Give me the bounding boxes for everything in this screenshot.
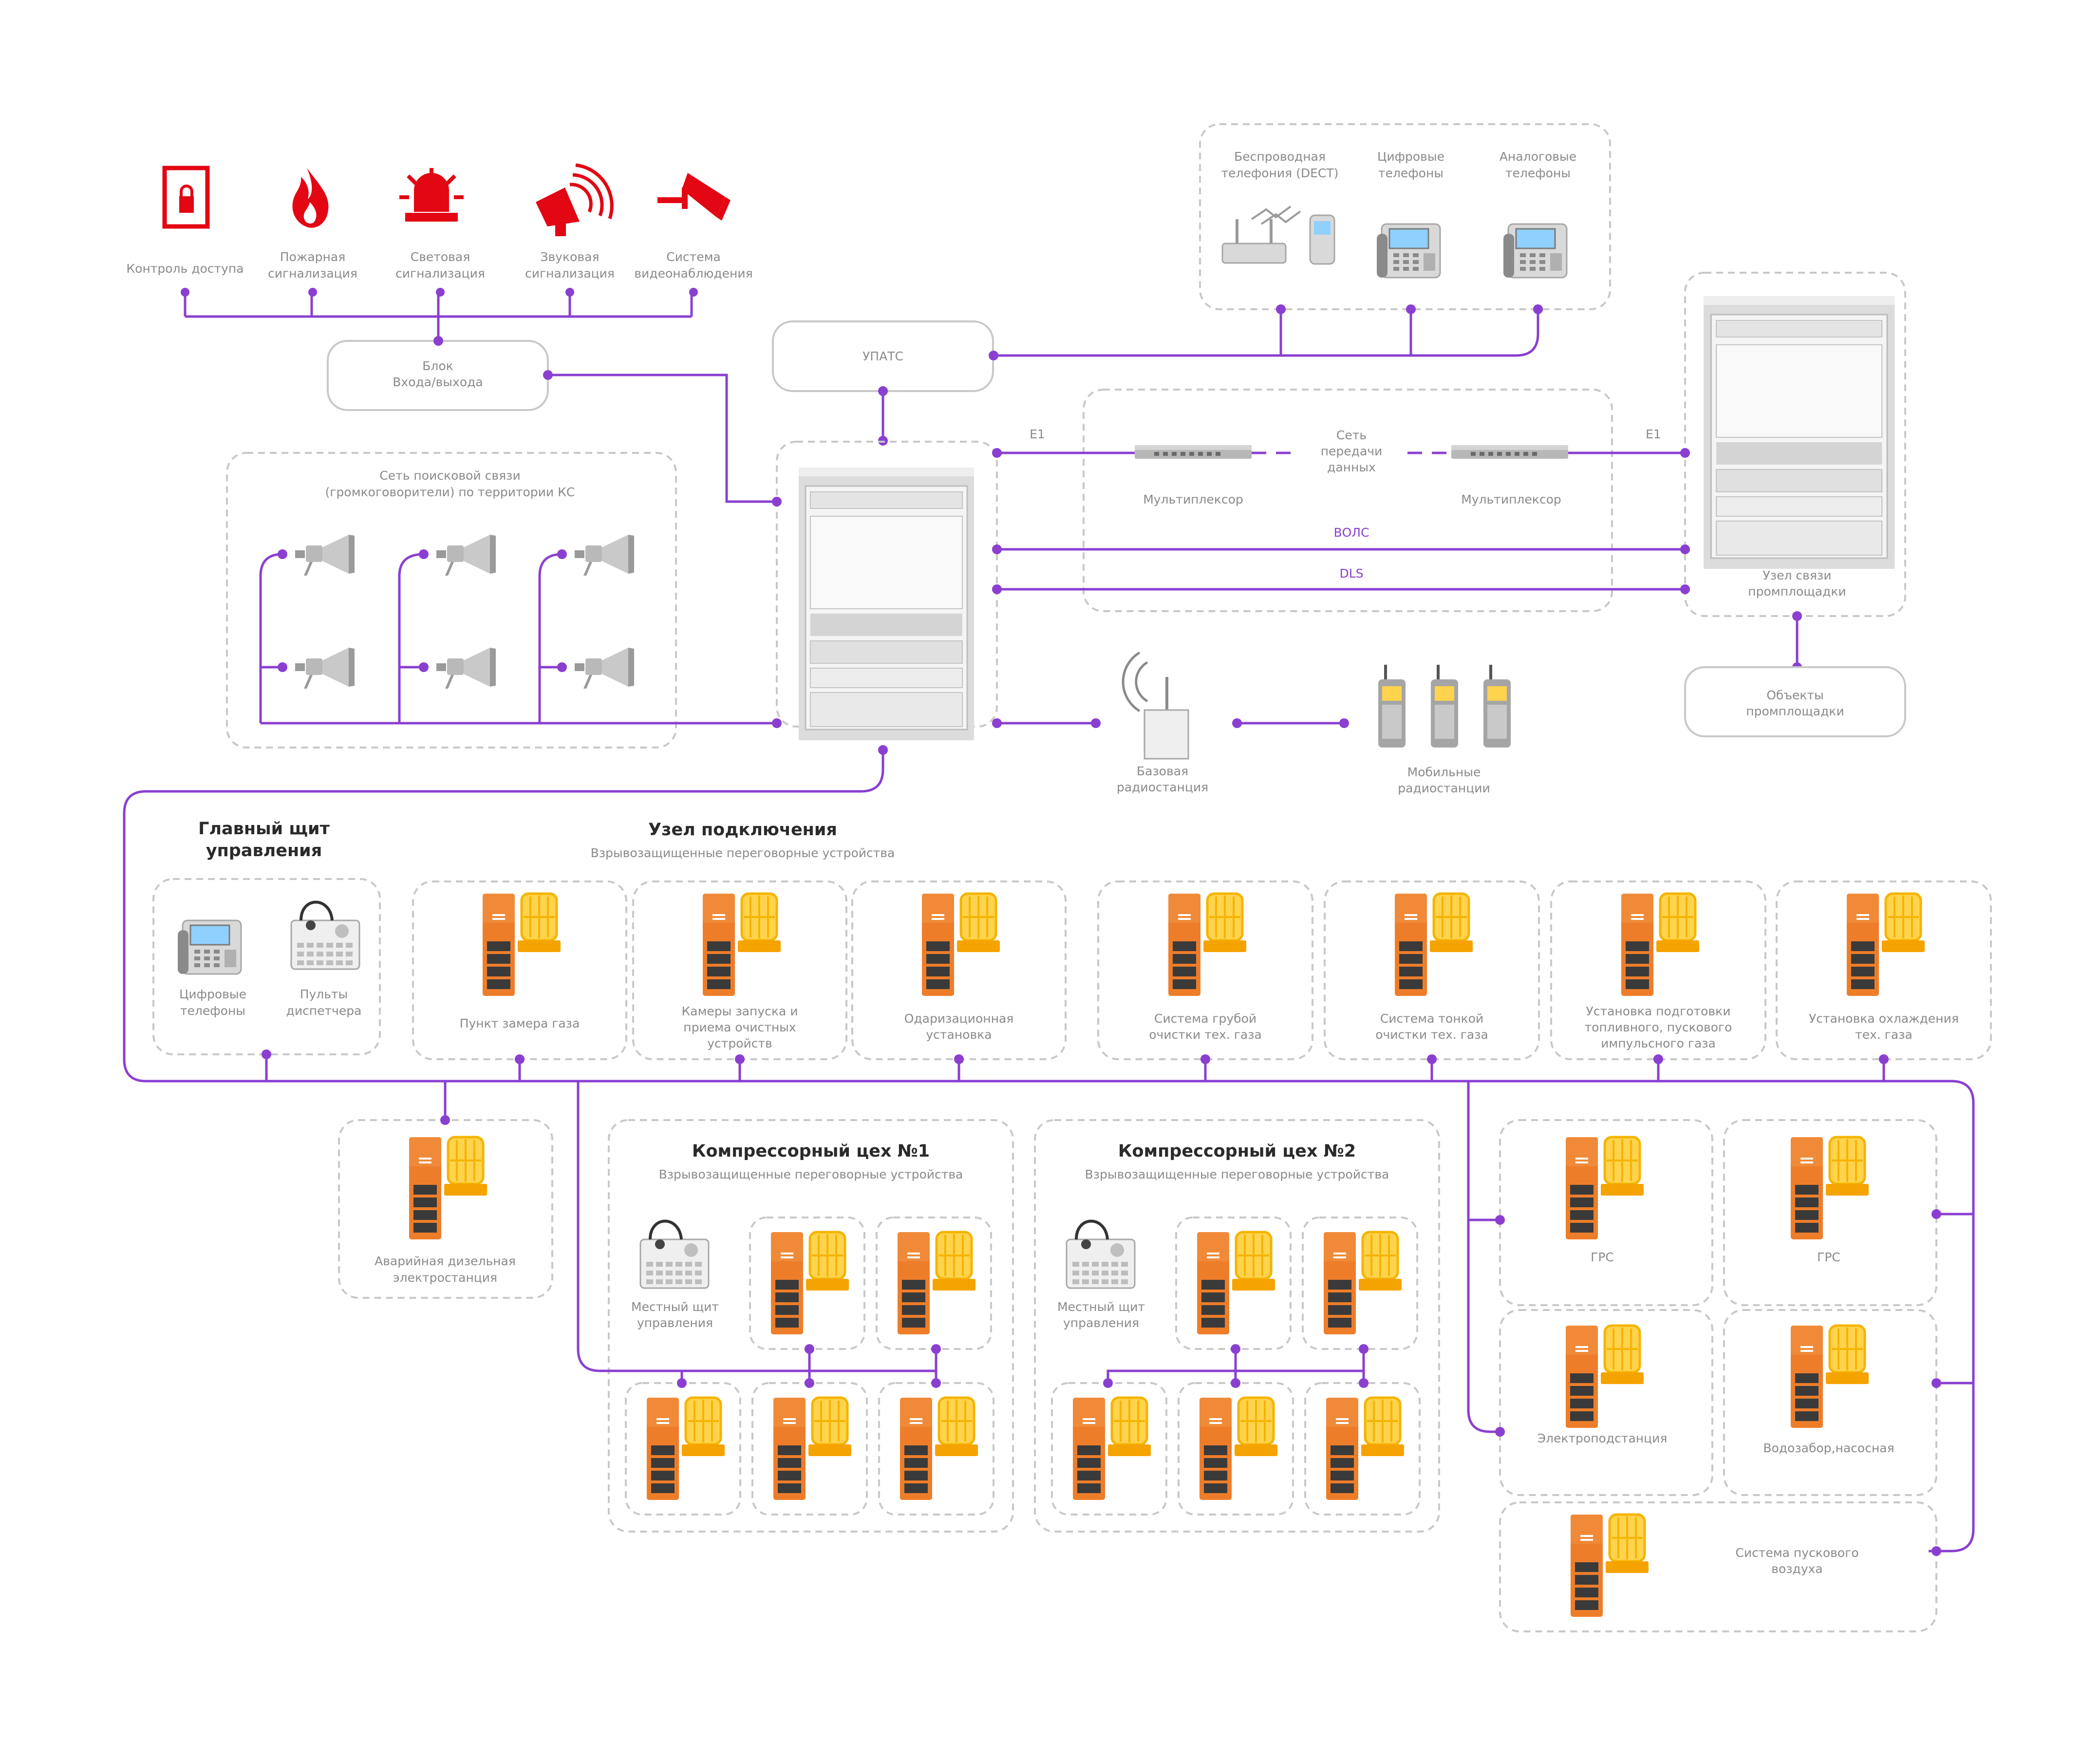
multiplexor-left-icon (1135, 445, 1252, 459)
horn-speaker-icon (436, 535, 496, 576)
fire-icon (292, 168, 329, 228)
right-group: ГРС ГРС Электроподстанция Водозабор,насо… (1467, 1081, 1973, 1632)
grs-2-label: ГРС (1817, 1250, 1840, 1264)
paging-title: Сеть поисковой связи(громкоговорители) п… (325, 468, 575, 499)
mobile-radio-icon (1431, 665, 1458, 748)
analog-phone-icon (1502, 223, 1568, 279)
horn-speaker-icon (295, 535, 355, 576)
digital-phone-icon (1376, 223, 1441, 279)
horn-speaker-icon (575, 535, 634, 576)
compressor-shop-1: Компрессорный цех №1 Взрывозащищенные пе… (577, 1081, 1014, 1533)
explosion-proof-device: Пункт замера газа (412, 880, 627, 1081)
substation-label: Электроподстанция (1538, 1431, 1668, 1445)
horn-speaker-icon (436, 648, 496, 689)
e1-left-label: Е1 (1030, 427, 1045, 441)
compressor-2-title: Компрессорный цех №2 (1118, 1142, 1356, 1161)
cctv-camera-icon (657, 173, 731, 221)
compressor-2-subtitle: Взрывозащищенные переговорные устройства (1085, 1167, 1389, 1181)
mobile-radio-icon (1483, 665, 1511, 748)
dect-icon (1221, 206, 1335, 265)
mux-left-label: Мультиплексор (1143, 492, 1243, 506)
vols-label: ВОЛС (1333, 525, 1369, 540)
base-radio-station-icon (1122, 651, 1189, 760)
upats-label: УПАТС (862, 349, 903, 363)
device-label: Пункт замера газа (460, 1016, 580, 1030)
multiplexor-right-icon (1451, 445, 1568, 459)
central-rack-icon (798, 467, 975, 741)
water-intake-label: Водозабор,насосная (1763, 1441, 1894, 1455)
dls-label: DLS (1339, 566, 1363, 580)
door-lock-icon (162, 166, 210, 229)
e1-right-label: Е1 (1646, 427, 1661, 441)
horn-speaker-icon (575, 648, 634, 689)
compressor-1-title: Компрессорный цех №1 (692, 1142, 930, 1161)
door-lock-label: Контроль доступа (126, 262, 244, 276)
paging-network: Сеть поисковой связи(громкоговорители) п… (226, 452, 777, 749)
compressor-shop-2: Компрессорный цех №2 Взрывозащищенные пе… (1034, 1119, 1440, 1533)
connection-node-title: Узел подключения (648, 820, 837, 840)
loudspeaker-icon (536, 163, 614, 236)
mux-right-label: Мультиплексор (1461, 492, 1561, 506)
compressor-1-subtitle: Взрывозащищенные переговорные устройства (659, 1167, 963, 1181)
connection-node-subtitle: Взрывозащищенные переговорные устройства (591, 846, 895, 860)
grs-1-label: ГРС (1591, 1250, 1614, 1264)
horn-speaker-icon (295, 648, 355, 689)
mobile-radio-icon (1378, 665, 1406, 748)
beacon-icon (399, 168, 464, 222)
